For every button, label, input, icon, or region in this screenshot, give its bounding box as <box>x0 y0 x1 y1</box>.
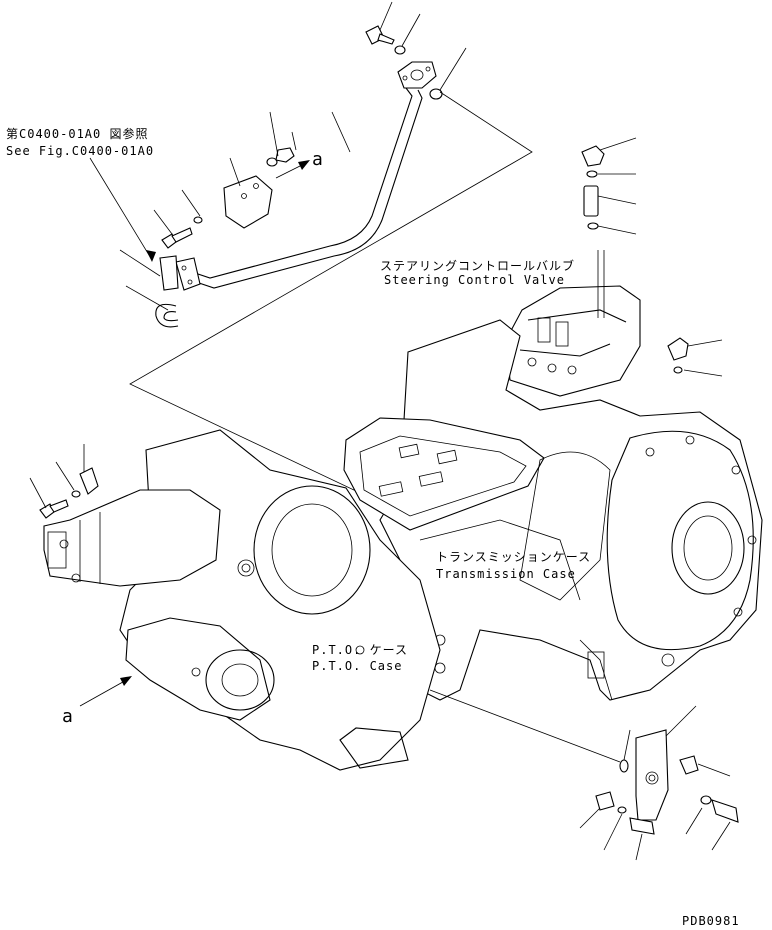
plate-bracket <box>595 791 615 811</box>
washer-bracket <box>700 795 712 805</box>
marker-a-top: a <box>312 149 323 170</box>
pto-case-label-en: P.T.O. Case <box>312 659 402 673</box>
o-ring-top <box>429 88 443 100</box>
pipe-tube <box>191 87 413 279</box>
steering-valve-label-en: Steering Control Valve <box>384 273 565 287</box>
o-ring-fitting <box>586 170 598 178</box>
washer-bracket-lower <box>617 806 627 814</box>
clamp-bracket <box>223 175 273 229</box>
oil-pipe-assembly <box>89 1 533 527</box>
washer-top <box>394 45 406 55</box>
pipe-flange-bottom <box>175 257 201 291</box>
pto-case <box>43 429 441 771</box>
bracket-left <box>79 467 99 495</box>
steering-valve-label-jp: ステアリングコントロールバルブ <box>380 258 575 273</box>
elbow-fitting <box>581 145 605 167</box>
pipe-flange-top <box>397 61 437 89</box>
o-ring-right <box>673 366 683 374</box>
drawing-number: PDB0981 <box>682 914 740 928</box>
o-ring-bracket <box>619 759 629 773</box>
pump-hardware-left <box>29 444 99 519</box>
mount-bracket-assembly <box>429 689 739 861</box>
washer-clamp <box>266 157 278 167</box>
pipe-leaders <box>119 1 467 311</box>
nut-clamp <box>275 147 295 163</box>
washer-left <box>71 490 81 498</box>
steering-valve-fittings <box>581 137 723 377</box>
transmission-case-label-en: Transmission Case <box>436 567 576 581</box>
transmission-case-label-jp: トランスミッションケース <box>436 550 591 564</box>
plug-fitting <box>679 755 699 775</box>
washer-bolt <box>193 216 203 224</box>
reference-jp: 第C0400-01A0 図参照 <box>6 126 148 141</box>
o-ring-adapter <box>587 222 599 230</box>
gasket <box>159 255 179 291</box>
bolt-left <box>39 499 69 519</box>
bolt-bracket-lower <box>629 817 655 835</box>
u-bolt <box>155 303 179 328</box>
marker-a-bottom: a <box>62 706 73 727</box>
reference-en: See Fig.C0400-01A0 <box>6 144 154 158</box>
pipe-bolt-top <box>365 25 395 45</box>
adapter-fitting <box>583 185 599 217</box>
elbow-fitting-right <box>667 337 689 361</box>
pto-case-label-jp: P.T.O. ケース <box>312 643 408 657</box>
bolt-clamp <box>161 227 193 249</box>
bolt-bracket-right <box>711 799 739 823</box>
